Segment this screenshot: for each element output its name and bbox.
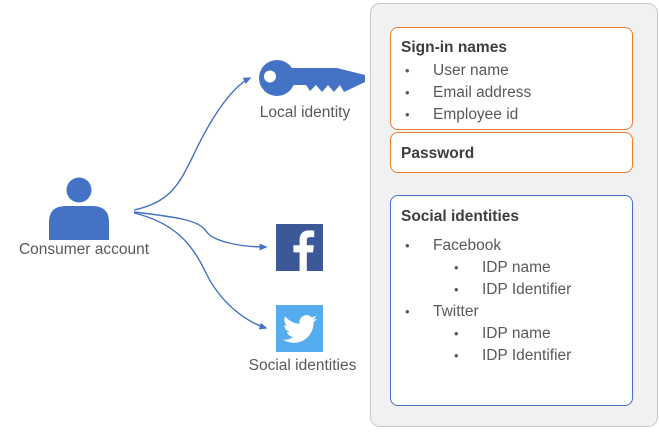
signin-names-box: Sign-in names • User name • Email addres… xyxy=(390,27,633,130)
provider-attribute: • IDP Identifier xyxy=(401,279,626,301)
facebook-icon xyxy=(276,224,323,271)
bullet-marker: • xyxy=(405,63,410,78)
provider-item: • Facebook xyxy=(401,235,626,257)
list-item-label: Employee id xyxy=(433,106,519,123)
social-identities-label: Social identities xyxy=(248,357,357,374)
bullet-marker: • xyxy=(405,304,410,319)
bullet-marker: • xyxy=(454,326,459,341)
bullet-marker: • xyxy=(405,85,410,100)
key-icon xyxy=(259,60,365,96)
list-item-label: User name xyxy=(433,62,509,79)
bullet-marker: • xyxy=(405,238,410,253)
arrow-to-twitter xyxy=(133,212,268,330)
provider-attribute: • IDP name xyxy=(401,323,626,345)
provider-attribute-label: IDP Identifier xyxy=(482,347,572,364)
facebook-f-glyph xyxy=(293,230,315,271)
list-item-label: Email address xyxy=(433,84,532,101)
provider-attribute: • IDP name xyxy=(401,257,626,279)
provider-attribute-label: IDP name xyxy=(482,259,551,276)
social-identities-title: Social identities xyxy=(401,208,520,225)
password-title: Password xyxy=(401,145,475,162)
twitter-bird-glyph xyxy=(282,314,317,343)
provider-attribute-label: IDP name xyxy=(482,325,551,342)
bullet-marker: • xyxy=(454,260,459,275)
provider-attribute-label: IDP Identifier xyxy=(482,281,572,298)
arrow-to-local-identity xyxy=(133,77,252,211)
signin-names-title: Sign-in names xyxy=(401,39,507,56)
list-item: • Employee id xyxy=(401,104,626,126)
list-item: • Email address xyxy=(401,82,626,104)
local-identity-label: Local identity xyxy=(259,104,351,121)
provider-name: Facebook xyxy=(433,237,502,254)
list-item: • User name xyxy=(401,60,626,82)
bullet-marker: • xyxy=(454,348,459,363)
consumer-account-label: Consumer account xyxy=(18,241,150,258)
provider-name: Twitter xyxy=(433,303,479,320)
social-identities-box: Social identities • Facebook • IDP name … xyxy=(390,195,633,406)
provider-attribute: • IDP Identifier xyxy=(401,345,626,367)
password-box: Password xyxy=(390,132,633,173)
bullet-marker: • xyxy=(454,282,459,297)
bullet-marker: • xyxy=(405,107,410,122)
provider-item: • Twitter xyxy=(401,301,626,323)
twitter-icon xyxy=(276,305,323,352)
person-icon xyxy=(49,177,109,240)
